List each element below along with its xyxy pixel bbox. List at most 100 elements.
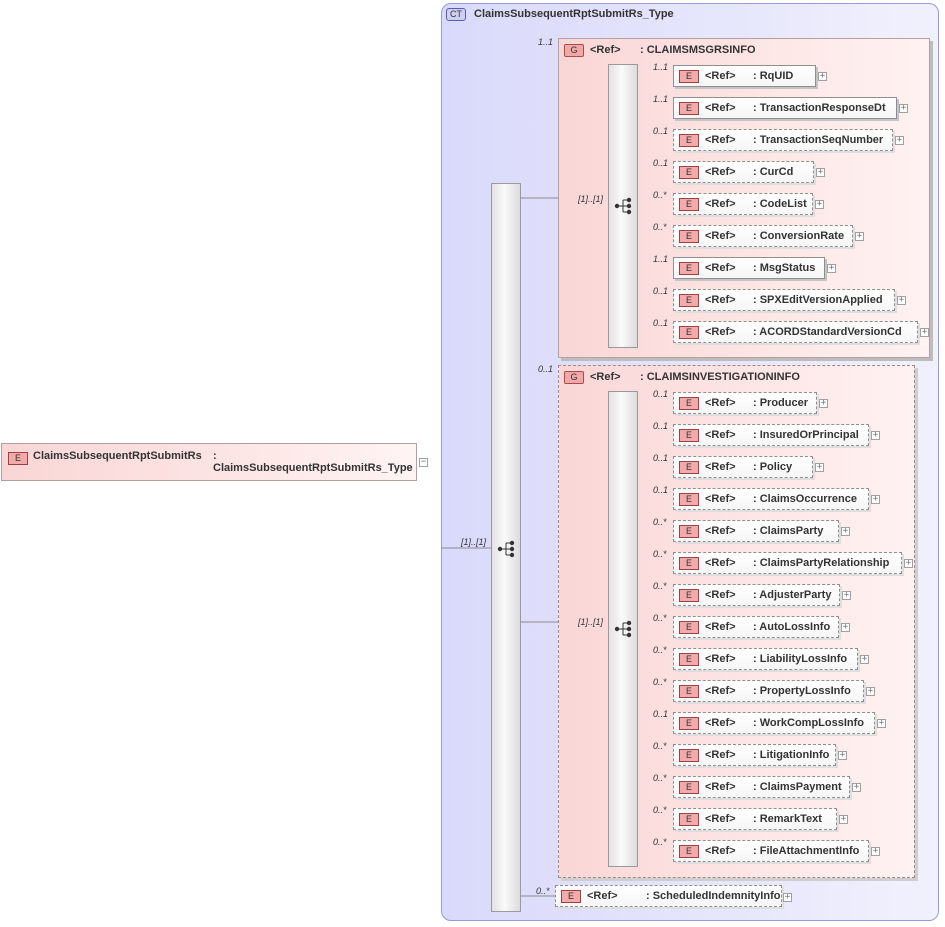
- element-name: : LitigationInfo: [753, 749, 830, 761]
- element-box-transactionseqnumber[interactable]: E<Ref>: TransactionSeqNumber: [673, 129, 893, 151]
- element-badge: E: [679, 845, 699, 858]
- expand-icon[interactable]: +: [818, 71, 827, 81]
- element-badge: E: [679, 326, 699, 339]
- element-name: : PropertyLossInfo: [753, 685, 851, 697]
- element-cardinality: 0..1: [653, 286, 669, 296]
- element-cardinality: 0..1: [653, 126, 669, 136]
- element-box-remarktext[interactable]: E<Ref>: RemarkText: [673, 808, 837, 830]
- expand-icon[interactable]: +: [897, 295, 906, 305]
- element-ref-label: <Ref>: [705, 525, 736, 537]
- element-name: : LiabilityLossInfo: [753, 653, 848, 665]
- element-box-claimsoccurrence[interactable]: E<Ref>: ClaimsOccurrence: [673, 488, 869, 510]
- root-element-box[interactable]: E ClaimsSubsequentRptSubmitRs : ClaimsSu…: [1, 443, 417, 481]
- group-cardinality: 1..1: [538, 37, 554, 47]
- element-badge: E: [679, 166, 699, 179]
- expand-icon[interactable]: +: [920, 327, 929, 337]
- element-name: : CurCd: [753, 166, 794, 178]
- expand-icon[interactable]: +: [816, 167, 825, 177]
- element-box-transactionresponsedt[interactable]: E<Ref>: TransactionResponseDt: [673, 97, 897, 119]
- element-badge: E: [679, 70, 699, 83]
- element-box-msgstatus[interactable]: E<Ref>: MsgStatus: [673, 257, 825, 279]
- expand-icon[interactable]: +: [841, 622, 850, 632]
- element-cardinality: 0..*: [653, 741, 667, 751]
- expand-icon[interactable]: +: [877, 718, 886, 728]
- element-box-claimsparty[interactable]: E<Ref>: ClaimsParty: [673, 520, 839, 542]
- expand-icon[interactable]: +: [841, 526, 850, 536]
- element-name: : ScheduledIndemnityInfo: [646, 890, 781, 902]
- expand-icon[interactable]: +: [783, 892, 792, 902]
- expand-icon[interactable]: +: [815, 462, 824, 472]
- element-box-policy[interactable]: E<Ref>: Policy: [673, 456, 813, 478]
- expand-icon[interactable]: +: [815, 199, 824, 209]
- element-box-propertylossinfo[interactable]: E<Ref>: PropertyLossInfo: [673, 680, 864, 702]
- expand-icon[interactable]: +: [827, 263, 836, 273]
- sequence-icon: [497, 540, 515, 558]
- element-cardinality: 0..*: [653, 222, 667, 232]
- element-box-scheduledindemnityinfo[interactable]: E <Ref> : ScheduledIndemnityInfo: [555, 885, 782, 907]
- element-badge: E: [679, 685, 699, 698]
- element-box-claimspayment[interactable]: E<Ref>: ClaimsPayment: [673, 776, 850, 798]
- element-box-acordstandardversioncd[interactable]: E<Ref>: ACORDStandardVersionCd: [673, 321, 918, 343]
- expand-icon[interactable]: +: [838, 750, 847, 760]
- collapse-icon[interactable]: −: [419, 457, 428, 467]
- expand-icon[interactable]: +: [899, 103, 908, 113]
- element-badge: E: [8, 452, 28, 465]
- element-badge: E: [679, 589, 699, 602]
- element-name: : TransactionSeqNumber: [753, 134, 884, 146]
- element-name: : ACORDStandardVersionCd: [753, 326, 902, 338]
- element-box-rquid[interactable]: E<Ref>: RqUID: [673, 65, 816, 87]
- expand-icon[interactable]: +: [855, 231, 864, 241]
- expand-icon[interactable]: +: [860, 654, 869, 664]
- element-cardinality: 0..*: [653, 517, 667, 527]
- element-ref-label: <Ref>: [705, 845, 736, 857]
- element-badge: E: [679, 429, 699, 442]
- element-name: : ClaimsPartyRelationship: [753, 557, 890, 569]
- element-name: : ClaimsPayment: [753, 781, 842, 793]
- element-ref-label: <Ref>: [705, 813, 736, 825]
- element-box-litigationinfo[interactable]: E<Ref>: LitigationInfo: [673, 744, 836, 766]
- element-badge: E: [679, 397, 699, 410]
- element-name: : AutoLossInfo: [753, 621, 831, 633]
- expand-icon[interactable]: +: [871, 494, 880, 504]
- expand-icon[interactable]: +: [871, 846, 880, 856]
- element-name: : InsuredOrPrincipal: [753, 429, 859, 441]
- element-ref-label: <Ref>: [705, 230, 736, 242]
- complex-type-title: ClaimsSubsequentRptSubmitRs_Type: [474, 8, 674, 20]
- element-box-insuredorprincipal[interactable]: E<Ref>: InsuredOrPrincipal: [673, 424, 869, 446]
- element-box-liabilitylossinfo[interactable]: E<Ref>: LiabilityLossInfo: [673, 648, 858, 670]
- element-badge: E: [679, 230, 699, 243]
- element-cardinality: 0..1: [653, 158, 669, 168]
- expand-icon[interactable]: +: [842, 590, 851, 600]
- element-box-conversionrate[interactable]: E<Ref>: ConversionRate: [673, 225, 853, 247]
- element-box-producer[interactable]: E<Ref>: Producer: [673, 392, 817, 414]
- element-name: : WorkCompLossInfo: [753, 717, 865, 729]
- element-box-claimspartyrelationship[interactable]: E<Ref>: ClaimsPartyRelationship: [673, 552, 902, 574]
- expand-icon[interactable]: +: [852, 782, 861, 792]
- element-ref-label: <Ref>: [587, 890, 618, 902]
- element-box-workcomplossinfo[interactable]: E<Ref>: WorkCompLossInfo: [673, 712, 875, 734]
- element-ref-label: <Ref>: [705, 166, 736, 178]
- expand-icon[interactable]: +: [819, 398, 828, 408]
- element-cardinality: 0..*: [653, 645, 667, 655]
- element-box-codelist[interactable]: E<Ref>: CodeList: [673, 193, 813, 215]
- expand-icon[interactable]: +: [904, 558, 913, 568]
- element-name: : ClaimsOccurrence: [753, 493, 857, 505]
- element-box-autolossinfo[interactable]: E<Ref>: AutoLossInfo: [673, 616, 839, 638]
- expand-icon[interactable]: +: [839, 814, 848, 824]
- element-box-spxeditversionapplied[interactable]: E<Ref>: SPXEditVersionApplied: [673, 289, 895, 311]
- expand-icon[interactable]: +: [866, 686, 875, 696]
- element-badge: E: [679, 525, 699, 538]
- element-box-fileattachmentinfo[interactable]: E<Ref>: FileAttachmentInfo: [673, 840, 869, 862]
- element-badge: E: [679, 749, 699, 762]
- expand-icon[interactable]: +: [871, 430, 880, 440]
- element-ref-label: <Ref>: [705, 589, 736, 601]
- element-box-curcd[interactable]: E <Ref> : CurCd: [673, 161, 814, 183]
- element-box-adjusterparty[interactable]: E<Ref>: AdjusterParty: [673, 584, 840, 606]
- element-cardinality: 0..1: [653, 389, 669, 399]
- element-ref-label: <Ref>: [705, 653, 736, 665]
- element-badge: E: [679, 461, 699, 474]
- element-badge: E: [679, 781, 699, 794]
- expand-icon[interactable]: +: [895, 135, 904, 145]
- element-badge: E: [679, 294, 699, 307]
- element-ref-label: <Ref>: [705, 102, 736, 114]
